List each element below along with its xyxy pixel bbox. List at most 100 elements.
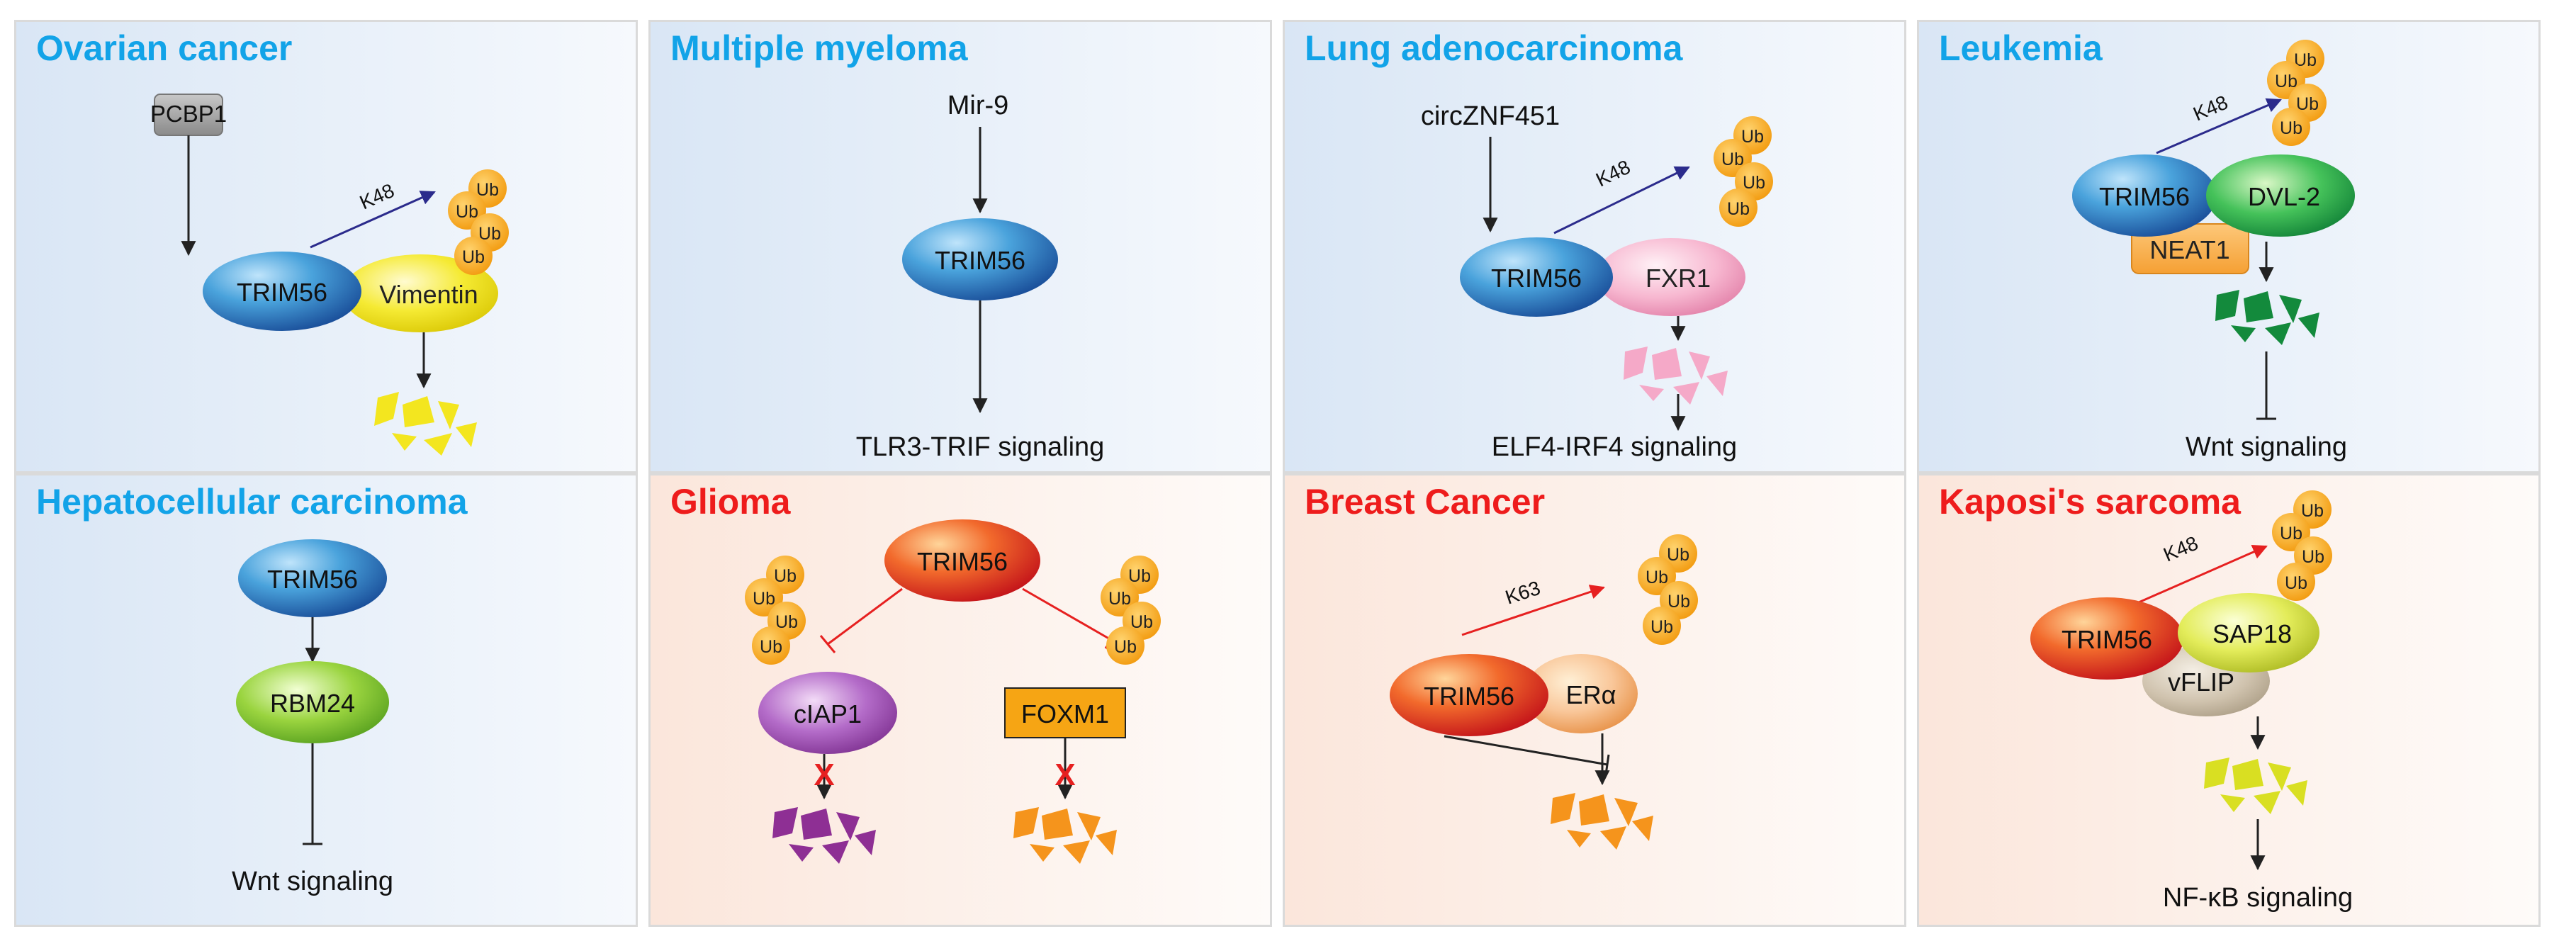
ubiquitin-chain: Ub Ub Ub Ub — [2267, 40, 2327, 146]
k63-label: K63 — [1502, 577, 1543, 609]
pathway-diagram: TRIM56 RBM24 Wnt signaling — [232, 539, 393, 896]
blocked-mark: X — [814, 758, 834, 792]
svg-text:Ub: Ub — [2285, 573, 2307, 593]
trim56-node: TRIM56 — [884, 519, 1040, 602]
signaling-label: TLR3-TRIF signaling — [856, 432, 1105, 462]
pathway-diagram: K48 Ub Ub Ub Ub vFLIP TRIM56 SAP18 NF-κB… — [2030, 490, 2353, 913]
svg-text:TRIM56: TRIM56 — [1491, 264, 1582, 293]
svg-text:vFLIP: vFLIP — [2168, 668, 2234, 697]
svg-text:Ub: Ub — [1108, 589, 1131, 609]
inhibition-bar — [819, 635, 836, 653]
panel-title: Leukemia — [1939, 28, 2103, 68]
mir9-label: Mir-9 — [947, 91, 1009, 120]
inhibition-line — [1444, 735, 1608, 766]
panel-hepatocellular-carcinoma: Hepatocellular carcinoma TRIM56 RBM24 Wn… — [14, 473, 638, 927]
svg-text:Ub: Ub — [462, 247, 485, 267]
panel-title: Ovarian cancer — [36, 28, 293, 68]
circzbf451-label: circZNF451 — [1421, 101, 1560, 131]
vimentin-node: Vimentin — [342, 254, 498, 332]
pathway-diagram: K63 Ub Ub Ub Ub ERα TRIM56 — [1390, 534, 1698, 850]
k48-ubiquitination-arrow — [2120, 544, 2268, 612]
trim56-node: TRIM56 — [238, 539, 387, 617]
panel-glioma: Glioma TRIM56 Ub Ub Ub Ub cIAP1 Ub Ub Ub… — [648, 473, 1272, 927]
ubiquitin-chain: Ub Ub Ub Ub — [2272, 490, 2332, 601]
degraded-fragments — [2204, 758, 2307, 814]
ciap1-node: cIAP1 — [758, 672, 897, 754]
svg-text:Vimentin: Vimentin — [379, 280, 478, 309]
pathway-diagram: NEAT1 TRIM56 DVL-2 K48 Ub Ub Ub Ub Wnt s… — [2072, 40, 2355, 462]
svg-text:Ub: Ub — [1721, 150, 1744, 169]
k63-ubiquitination-arrow — [1461, 585, 1605, 636]
trim56-node: TRIM56 — [2030, 597, 2183, 680]
svg-text:SAP18: SAP18 — [2212, 619, 2292, 648]
era-node: ERα — [1524, 654, 1638, 733]
k48-label: K48 — [2190, 91, 2231, 125]
degraded-fragments — [1624, 347, 1728, 405]
svg-text:RBM24: RBM24 — [270, 689, 355, 718]
panel-title: Multiple myeloma — [670, 28, 968, 68]
degraded-fragments — [374, 392, 477, 456]
signaling-label: Wnt signaling — [232, 867, 393, 896]
svg-text:Ub: Ub — [1667, 545, 1689, 565]
trim56-node: TRIM56 — [1390, 654, 1548, 736]
panel-title: Hepatocellular carcinoma — [36, 482, 468, 522]
svg-text:DVL-2: DVL-2 — [2248, 182, 2320, 211]
panel-title: Kaposi's sarcoma — [1939, 482, 2241, 522]
svg-text:Ub: Ub — [760, 637, 782, 657]
degraded-fragments-ciap1 — [772, 807, 876, 864]
degraded-fragments — [1551, 793, 1653, 850]
k48-label: K48 — [356, 179, 398, 214]
svg-text:Ub: Ub — [2302, 547, 2324, 567]
svg-text:TRIM56: TRIM56 — [935, 246, 1025, 275]
neat1-node: NEAT1 — [2131, 223, 2249, 274]
svg-text:FOXM1: FOXM1 — [1021, 699, 1109, 728]
pcbp1-node: PCBP1 — [150, 94, 227, 136]
fxr1-node: FXR1 — [1597, 238, 1745, 316]
trim56-node: TRIM56 — [1460, 237, 1613, 317]
svg-text:ERα: ERα — [1566, 680, 1616, 709]
inhibition-bar — [1604, 754, 1610, 775]
panel-ovarian-cancer: Ovarian cancer PCBP1 Vimentin TRIM56 K48… — [14, 20, 638, 473]
svg-text:Ub: Ub — [1727, 199, 1750, 219]
svg-text:TRIM56: TRIM56 — [1424, 682, 1514, 711]
svg-text:Ub: Ub — [2301, 501, 2324, 521]
panel-title: Lung adenocarcinoma — [1305, 28, 1683, 68]
trim56-node: TRIM56 — [2072, 154, 2217, 237]
svg-text:Ub: Ub — [1114, 637, 1137, 657]
k48-label: K48 — [1592, 156, 1633, 191]
pathway-diagram: Mir-9 TRIM56 TLR3-TRIF signaling — [856, 91, 1105, 462]
svg-text:Ub: Ub — [2275, 72, 2297, 91]
panel-title: Glioma — [670, 482, 791, 522]
svg-text:Ub: Ub — [753, 589, 775, 609]
k48-ubiquitination-arrow — [1553, 166, 1690, 235]
svg-text:FXR1: FXR1 — [1646, 264, 1711, 293]
foxm1-node: FOXM1 — [1004, 687, 1126, 738]
pathway-diagram: circZNF451 FXR1 TRIM56 K48 Ub Ub Ub Ub E… — [1421, 101, 1773, 462]
svg-text:TRIM56: TRIM56 — [237, 278, 327, 307]
inhibition-line — [827, 587, 903, 646]
svg-text:Ub: Ub — [1646, 568, 1668, 587]
dvl2-node: DVL-2 — [2206, 154, 2355, 237]
svg-text:cIAP1: cIAP1 — [794, 699, 862, 728]
ubiquitin-chain-right: Ub Ub Ub Ub — [1101, 556, 1161, 665]
k48-ubiquitination-arrow — [310, 191, 436, 249]
svg-text:Ub: Ub — [774, 566, 797, 586]
svg-text:Ub: Ub — [2280, 524, 2302, 544]
panel-title: Breast Cancer — [1305, 482, 1546, 522]
svg-text:Ub: Ub — [1743, 173, 1765, 193]
panel-lung-adenocarcinoma: Lung adenocarcinoma circZNF451 FXR1 TRIM… — [1283, 20, 1906, 473]
svg-text:TRIM56: TRIM56 — [2099, 182, 2190, 211]
svg-text:Ub: Ub — [2280, 118, 2302, 138]
rbm24-node: RBM24 — [236, 661, 389, 743]
svg-text:TRIM56: TRIM56 — [267, 565, 358, 594]
svg-text:Ub: Ub — [456, 202, 478, 222]
signaling-label: Wnt signaling — [2186, 432, 2347, 462]
signaling-label: NF-κB signaling — [2163, 883, 2353, 913]
panel-breast-cancer: Breast Cancer K63 Ub Ub Ub Ub ERα TRIM56 — [1283, 473, 1906, 927]
panel-leukemia: Leukemia NEAT1 TRIM56 DVL-2 K48 Ub Ub Ub… — [1917, 20, 2541, 473]
ubiquitin-chain-left: Ub Ub Ub Ub — [745, 556, 806, 665]
panel-multiple-myeloma: Multiple myeloma Mir-9 TRIM56 TLR3-TRIF … — [648, 20, 1272, 473]
ubiquitin-chain: Ub Ub Ub Ub — [1638, 534, 1698, 645]
ubiquitin-chain: Ub Ub Ub Ub — [448, 169, 509, 275]
trim56-node: TRIM56 — [203, 252, 361, 331]
